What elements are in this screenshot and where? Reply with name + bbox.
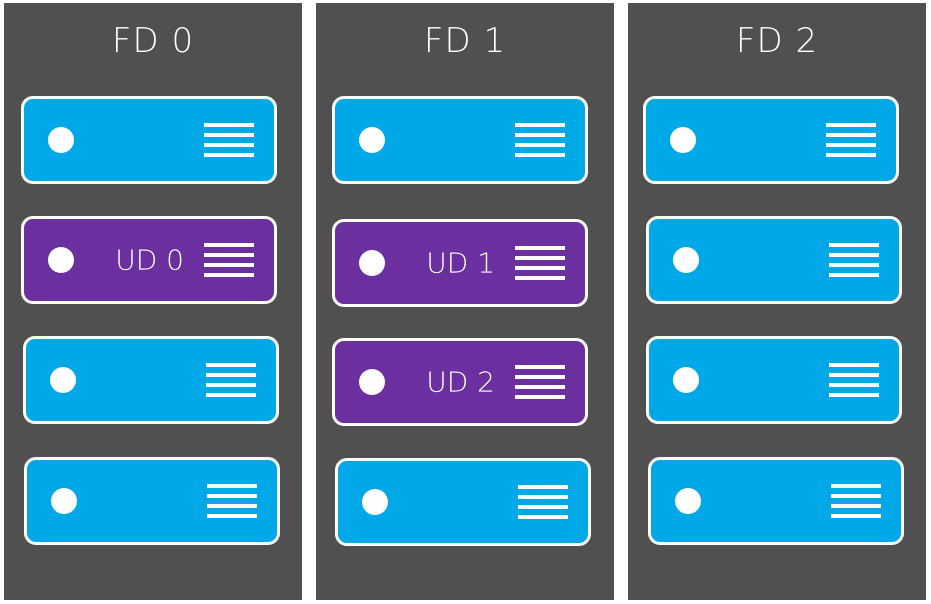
vent-lines-icon bbox=[206, 363, 256, 397]
power-led-icon bbox=[673, 247, 699, 273]
server-unit bbox=[332, 96, 588, 184]
server-unit bbox=[24, 457, 280, 545]
power-led-icon bbox=[48, 127, 74, 153]
vent-lines-icon bbox=[515, 365, 565, 399]
power-led-icon bbox=[675, 488, 701, 514]
vent-lines-icon bbox=[515, 123, 565, 157]
server-unit bbox=[648, 457, 904, 545]
server-unit bbox=[646, 216, 902, 304]
vent-lines-icon bbox=[204, 123, 254, 157]
power-led-icon bbox=[50, 367, 76, 393]
fault-domain-rack: FD 1 UD 1 UD 2 bbox=[316, 3, 614, 600]
power-led-icon bbox=[48, 247, 74, 273]
power-led-icon bbox=[362, 489, 388, 515]
power-led-icon bbox=[359, 127, 385, 153]
vent-lines-icon bbox=[829, 243, 879, 277]
vent-lines-icon bbox=[207, 484, 257, 518]
server-unit bbox=[21, 96, 277, 184]
server-unit bbox=[23, 336, 279, 424]
vent-lines-icon bbox=[831, 484, 881, 518]
vent-lines-icon bbox=[518, 485, 568, 519]
update-domain-label: UD 2 bbox=[426, 365, 495, 399]
power-led-icon bbox=[51, 488, 77, 514]
rack-title: FD 0 bbox=[111, 21, 195, 61]
vent-lines-icon bbox=[204, 243, 254, 277]
power-led-icon bbox=[673, 367, 699, 393]
power-led-icon bbox=[359, 369, 385, 395]
power-led-icon bbox=[670, 127, 696, 153]
server-unit bbox=[335, 458, 591, 546]
server-unit bbox=[643, 96, 899, 184]
fault-domain-rack: FD 0 UD 0 bbox=[4, 3, 302, 600]
server-unit bbox=[646, 336, 902, 424]
server-unit-highlighted: UD 0 bbox=[21, 216, 277, 304]
update-domain-label: UD 0 bbox=[115, 243, 184, 277]
rack-title: FD 2 bbox=[735, 21, 819, 61]
fault-domain-rack: FD 2 bbox=[628, 3, 926, 600]
server-unit-highlighted: UD 2 bbox=[332, 338, 588, 426]
vent-lines-icon bbox=[829, 363, 879, 397]
rack-title: FD 1 bbox=[423, 21, 507, 61]
server-unit-highlighted: UD 1 bbox=[332, 219, 588, 307]
update-domain-label: UD 1 bbox=[426, 246, 495, 280]
vent-lines-icon bbox=[826, 123, 876, 157]
vent-lines-icon bbox=[515, 246, 565, 280]
power-led-icon bbox=[359, 250, 385, 276]
